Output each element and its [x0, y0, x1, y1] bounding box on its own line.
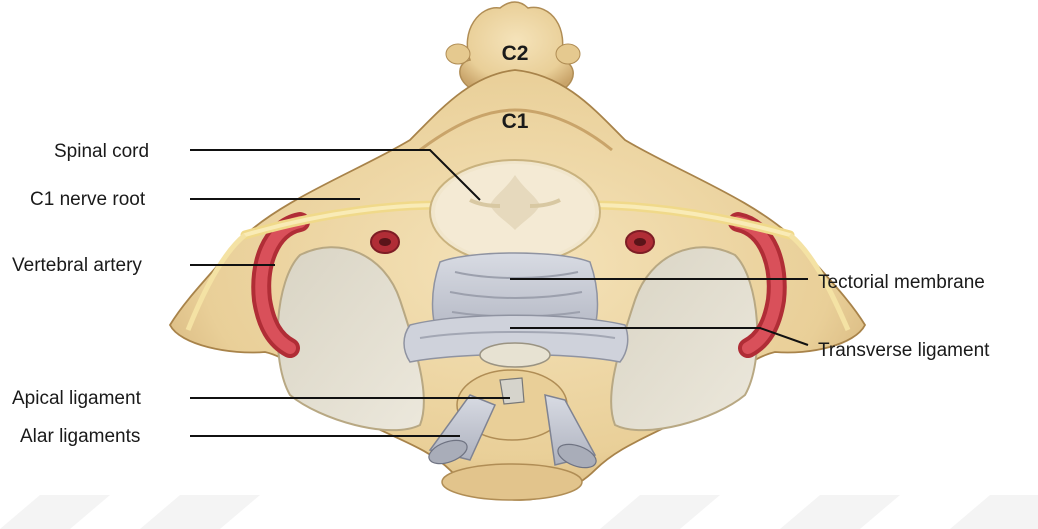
tectorial-membrane-label: Tectorial membrane: [818, 272, 985, 293]
vertebral-artery-label: Vertebral artery: [12, 255, 142, 276]
c1-label: C1: [502, 110, 529, 133]
spinal-cord-label: Spinal cord: [54, 141, 149, 162]
c2-label: C2: [502, 42, 529, 65]
c1-nerve-root-label: C1 nerve root: [30, 189, 146, 210]
transverse-ligament-label: Transverse ligament: [818, 340, 990, 361]
alar-ligaments-label: Alar ligaments: [20, 426, 140, 447]
apical-ligament-label: Apical ligament: [12, 388, 142, 409]
